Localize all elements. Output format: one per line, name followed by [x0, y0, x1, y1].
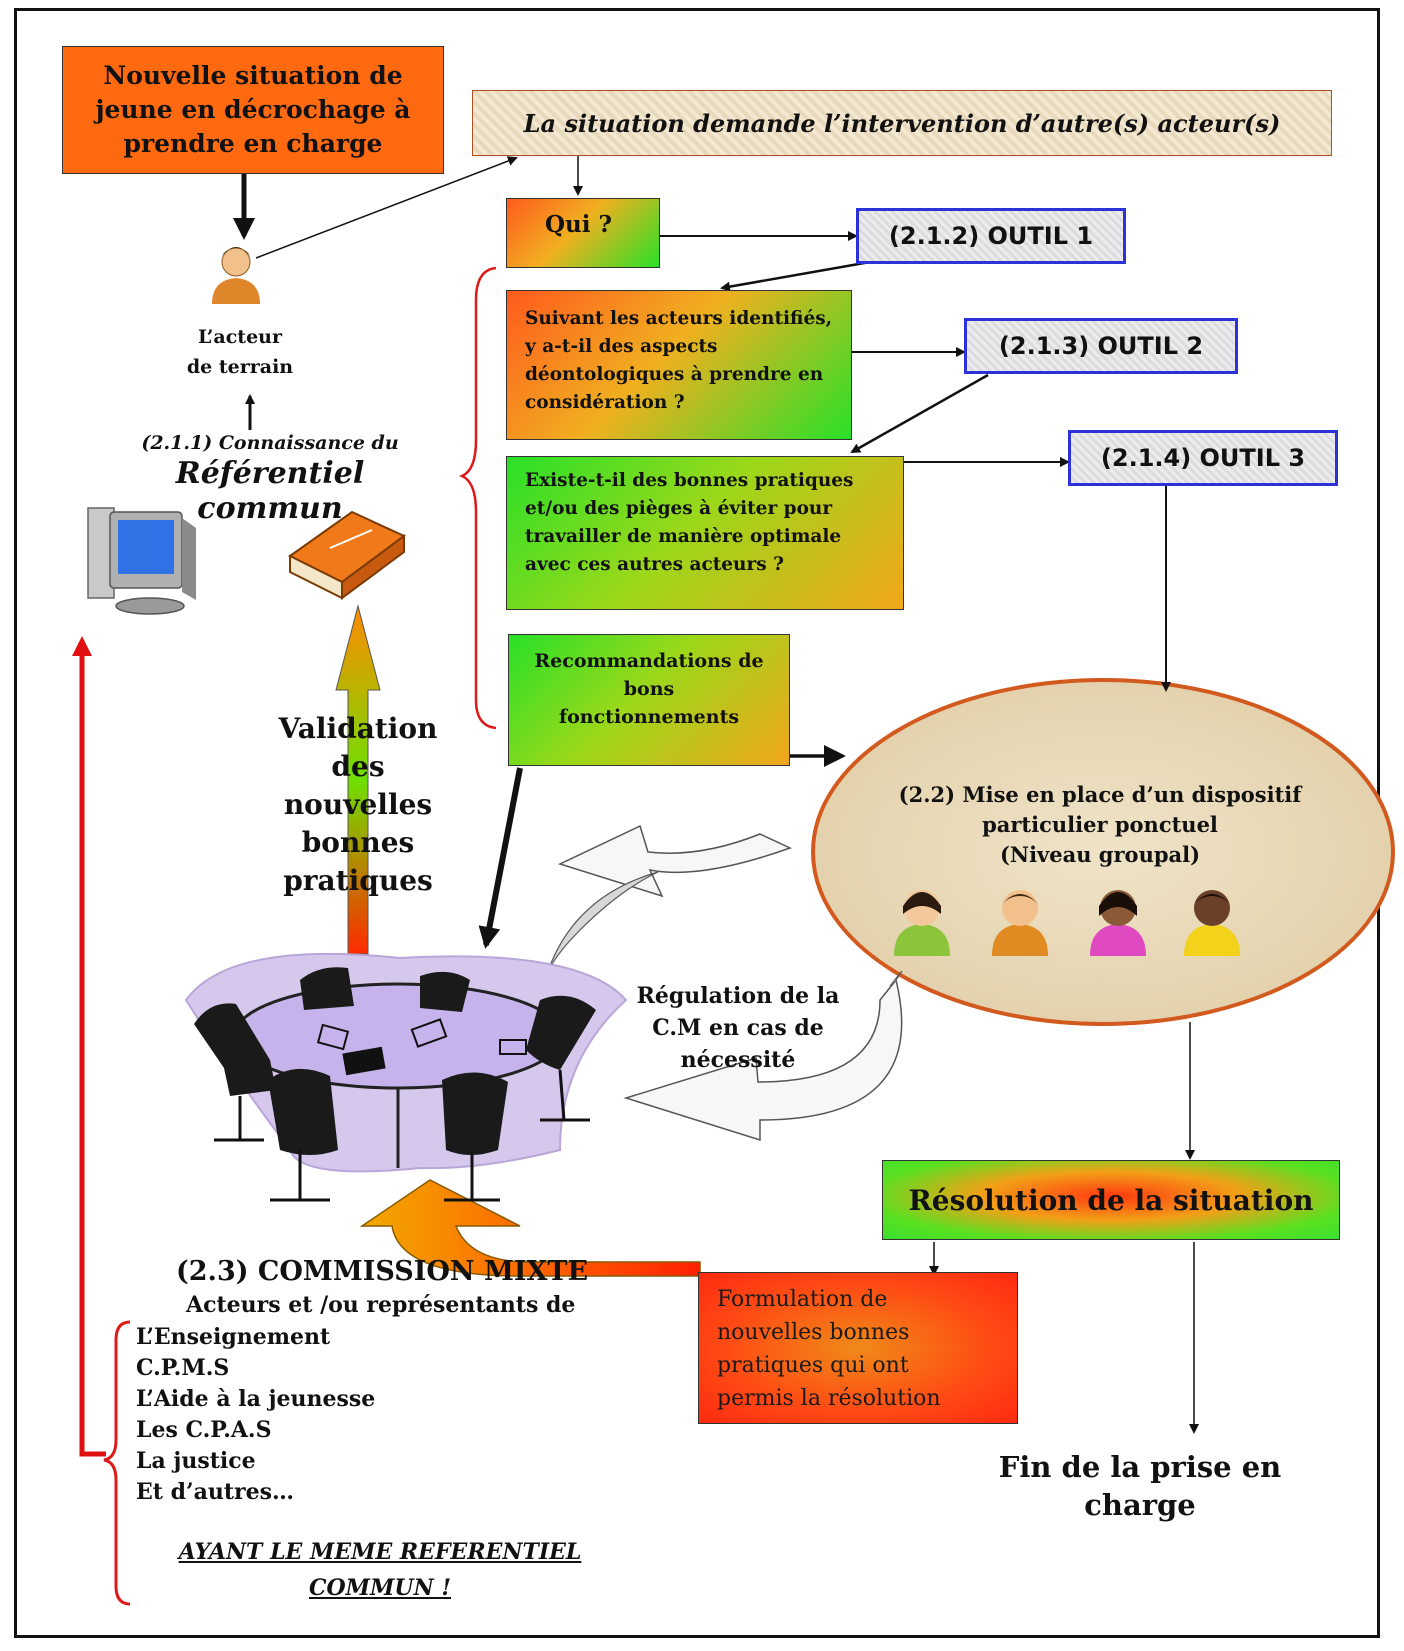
qui-text: Qui ?	[545, 211, 612, 238]
referentiel-prefix: (2.1.1) Connaissance du	[141, 432, 399, 454]
tool3-label: (2.1.4) OUTIL 3	[1100, 444, 1306, 472]
resolution-text: Résolution de la situation	[908, 1183, 1314, 1217]
fin-line-2: charge	[1084, 1488, 1196, 1522]
formulation-curved-arrow	[359, 1179, 701, 1277]
intervention-banner: La situation demande l’intervention d’au…	[472, 90, 1332, 156]
formulation-line-2: nouvelles bonnes	[717, 1320, 910, 1345]
member-1: L’Enseignement	[136, 1324, 331, 1350]
validation-line-5: pratiques	[283, 864, 433, 897]
resolution-box: Résolution de la situation	[882, 1160, 1340, 1240]
validation-line-2: des	[331, 750, 385, 783]
deontology-question-box: Suivant les acteurs identifiés, y a-t-il…	[506, 290, 852, 440]
intervention-banner-text: La situation demande l’intervention d’au…	[523, 108, 1281, 138]
regulation-line-1: Régulation de la	[636, 983, 840, 1009]
good-practices-question-text: Existe-t-il des bonnes pratiques et/ou d…	[525, 470, 854, 575]
member-5: La justice	[136, 1448, 256, 1474]
regulation-arrow-top	[557, 824, 792, 898]
dispositif-line-3: (Niveau groupal)	[999, 842, 1201, 867]
recommendations-text: Recommandations de bons fonctionnements	[534, 650, 764, 728]
formulation-line-3: pratiques qui ont	[717, 1353, 909, 1378]
formulation-line-4: permis la résolution	[717, 1386, 941, 1411]
meeting-table-icon	[184, 952, 628, 1202]
good-practices-question-box: Existe-t-il des bonnes pratiques et/ou d…	[506, 456, 904, 610]
actor-label-line1: L’acteur	[198, 326, 282, 348]
person-icon	[212, 247, 260, 304]
start-situation-text: Nouvelle situation de jeune en décrochag…	[95, 61, 411, 158]
dispositif-label: (2.2) Mise en place d’un dispositif part…	[880, 780, 1320, 870]
book-icon	[288, 510, 406, 600]
referentiel-block: (2.1.1) Connaissance du Référentiel comm…	[100, 432, 440, 526]
referentiel-title: Référentiel commun	[175, 456, 365, 526]
recommendations-box: Recommandations de bons fonctionnements	[508, 634, 790, 766]
tool2-label: (2.1.3) OUTIL 2	[998, 332, 1204, 360]
commission-title: (2.3) COMMISSION MIXTE	[176, 1256, 589, 1287]
footer-line-1: AYANT LE MEME REFERENTIEL	[178, 1539, 582, 1565]
dispositif-line-1: (2.2) Mise en place d’un dispositif	[898, 782, 1302, 807]
commission-members: L’Enseignement C.P.M.S L’Aide à la jeune…	[136, 1322, 496, 1508]
validation-line-1: Validation	[278, 712, 438, 745]
member-3: L’Aide à la jeunesse	[136, 1386, 376, 1412]
validation-arrow	[335, 604, 381, 955]
member-4: Les C.P.A.S	[136, 1417, 272, 1443]
tool2-box: (2.1.3) OUTIL 2	[964, 318, 1238, 374]
dispositif-line-2: particulier ponctuel	[982, 812, 1218, 837]
fin-line-1: Fin de la prise en	[998, 1450, 1282, 1484]
validation-line-4: bonnes	[301, 826, 415, 859]
validation-line-3: nouvelles	[283, 788, 433, 821]
actor-label-line2: de terrain	[186, 356, 294, 378]
tool3-box: (2.1.4) OUTIL 3	[1068, 430, 1338, 486]
tool1-box: (2.1.2) OUTIL 1	[856, 208, 1126, 264]
questions-brace	[458, 266, 497, 730]
regulation-arrow-bottom	[623, 978, 903, 1142]
commission-subtitle: Acteurs et /ou représentants de	[186, 1292, 576, 1318]
deontology-question-text: Suivant les acteurs identifiés, y a-t-il…	[525, 308, 833, 413]
fin-label: Fin de la prise en charge	[980, 1448, 1300, 1524]
regulation-label: Régulation de la C.M en cas de nécessité	[608, 980, 868, 1076]
footer-line-2: COMMUN !	[309, 1575, 451, 1601]
actor-label: L’acteur de terrain	[150, 322, 330, 382]
validation-label: Validation des nouvelles bonnes pratique…	[258, 710, 458, 900]
start-situation-box: Nouvelle situation de jeune en décrochag…	[62, 46, 444, 174]
group-person-icon	[894, 890, 1240, 956]
qui-box: Qui ?	[506, 198, 660, 268]
commission-footer: AYANT LE MEME REFERENTIEL COMMUN !	[130, 1534, 630, 1606]
regulation-line-2: C.M en cas de	[652, 1015, 824, 1041]
member-2: C.P.M.S	[136, 1355, 230, 1381]
regulation-line-3: nécessité	[680, 1047, 796, 1073]
member-6: Et d’autres…	[136, 1479, 295, 1505]
members-brace	[103, 1320, 131, 1606]
formulation-box: Formulation de nouvelles bonnes pratique…	[698, 1272, 1018, 1424]
formulation-line-1: Formulation de	[717, 1287, 888, 1312]
computer-icon	[87, 507, 196, 615]
tool1-label: (2.1.2) OUTIL 1	[888, 222, 1094, 250]
dispositif-ellipse	[811, 678, 1395, 1026]
